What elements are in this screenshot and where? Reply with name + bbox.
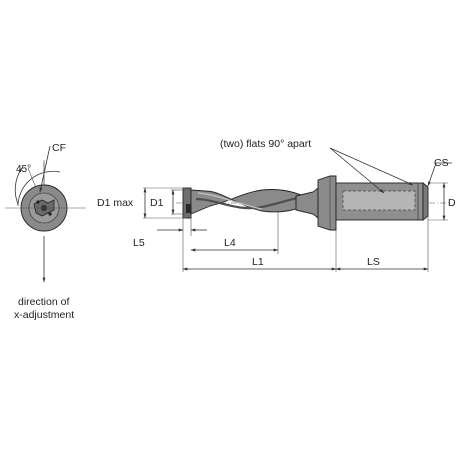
shank-chamfer <box>422 182 429 221</box>
end-view: CF 45° direction of x-adjustment <box>5 142 86 321</box>
d1-max-label: D1 max <box>97 197 134 209</box>
tip-insert-square <box>186 204 193 213</box>
cs-label: CS <box>434 157 449 169</box>
direction-label-line2: x-adjustment <box>14 309 74 321</box>
flats-leader-2 <box>329 147 414 186</box>
direction-label-line1: direction of <box>18 296 69 308</box>
cf-leader <box>39 145 51 193</box>
d1-label: D1 <box>150 197 164 209</box>
cf-label: CF <box>52 142 66 154</box>
coolant-hole-2 <box>48 212 52 216</box>
drill-tip <box>182 187 192 219</box>
l4-label: L4 <box>224 237 236 249</box>
d-label: D <box>448 197 456 209</box>
cs-leader <box>427 162 452 187</box>
l1-label: L1 <box>252 256 264 268</box>
side-view: (two) flats 90° apart CS D1 max D1 D L5 … <box>97 138 456 272</box>
coolant-hole-1 <box>36 200 40 204</box>
flats-note: (two) flats 90° apart <box>220 138 311 150</box>
flats-leader-1 <box>329 147 385 194</box>
rotation-arc <box>17 170 61 207</box>
angle-label: 45° <box>16 164 31 175</box>
shank-flat <box>342 190 416 211</box>
rotation-arc-left <box>14 167 23 205</box>
ls-label: LS <box>367 256 380 268</box>
l5-label: L5 <box>133 237 145 249</box>
drill-neck <box>295 187 319 219</box>
collar <box>317 175 337 231</box>
drill-flute-highlight <box>197 192 263 210</box>
